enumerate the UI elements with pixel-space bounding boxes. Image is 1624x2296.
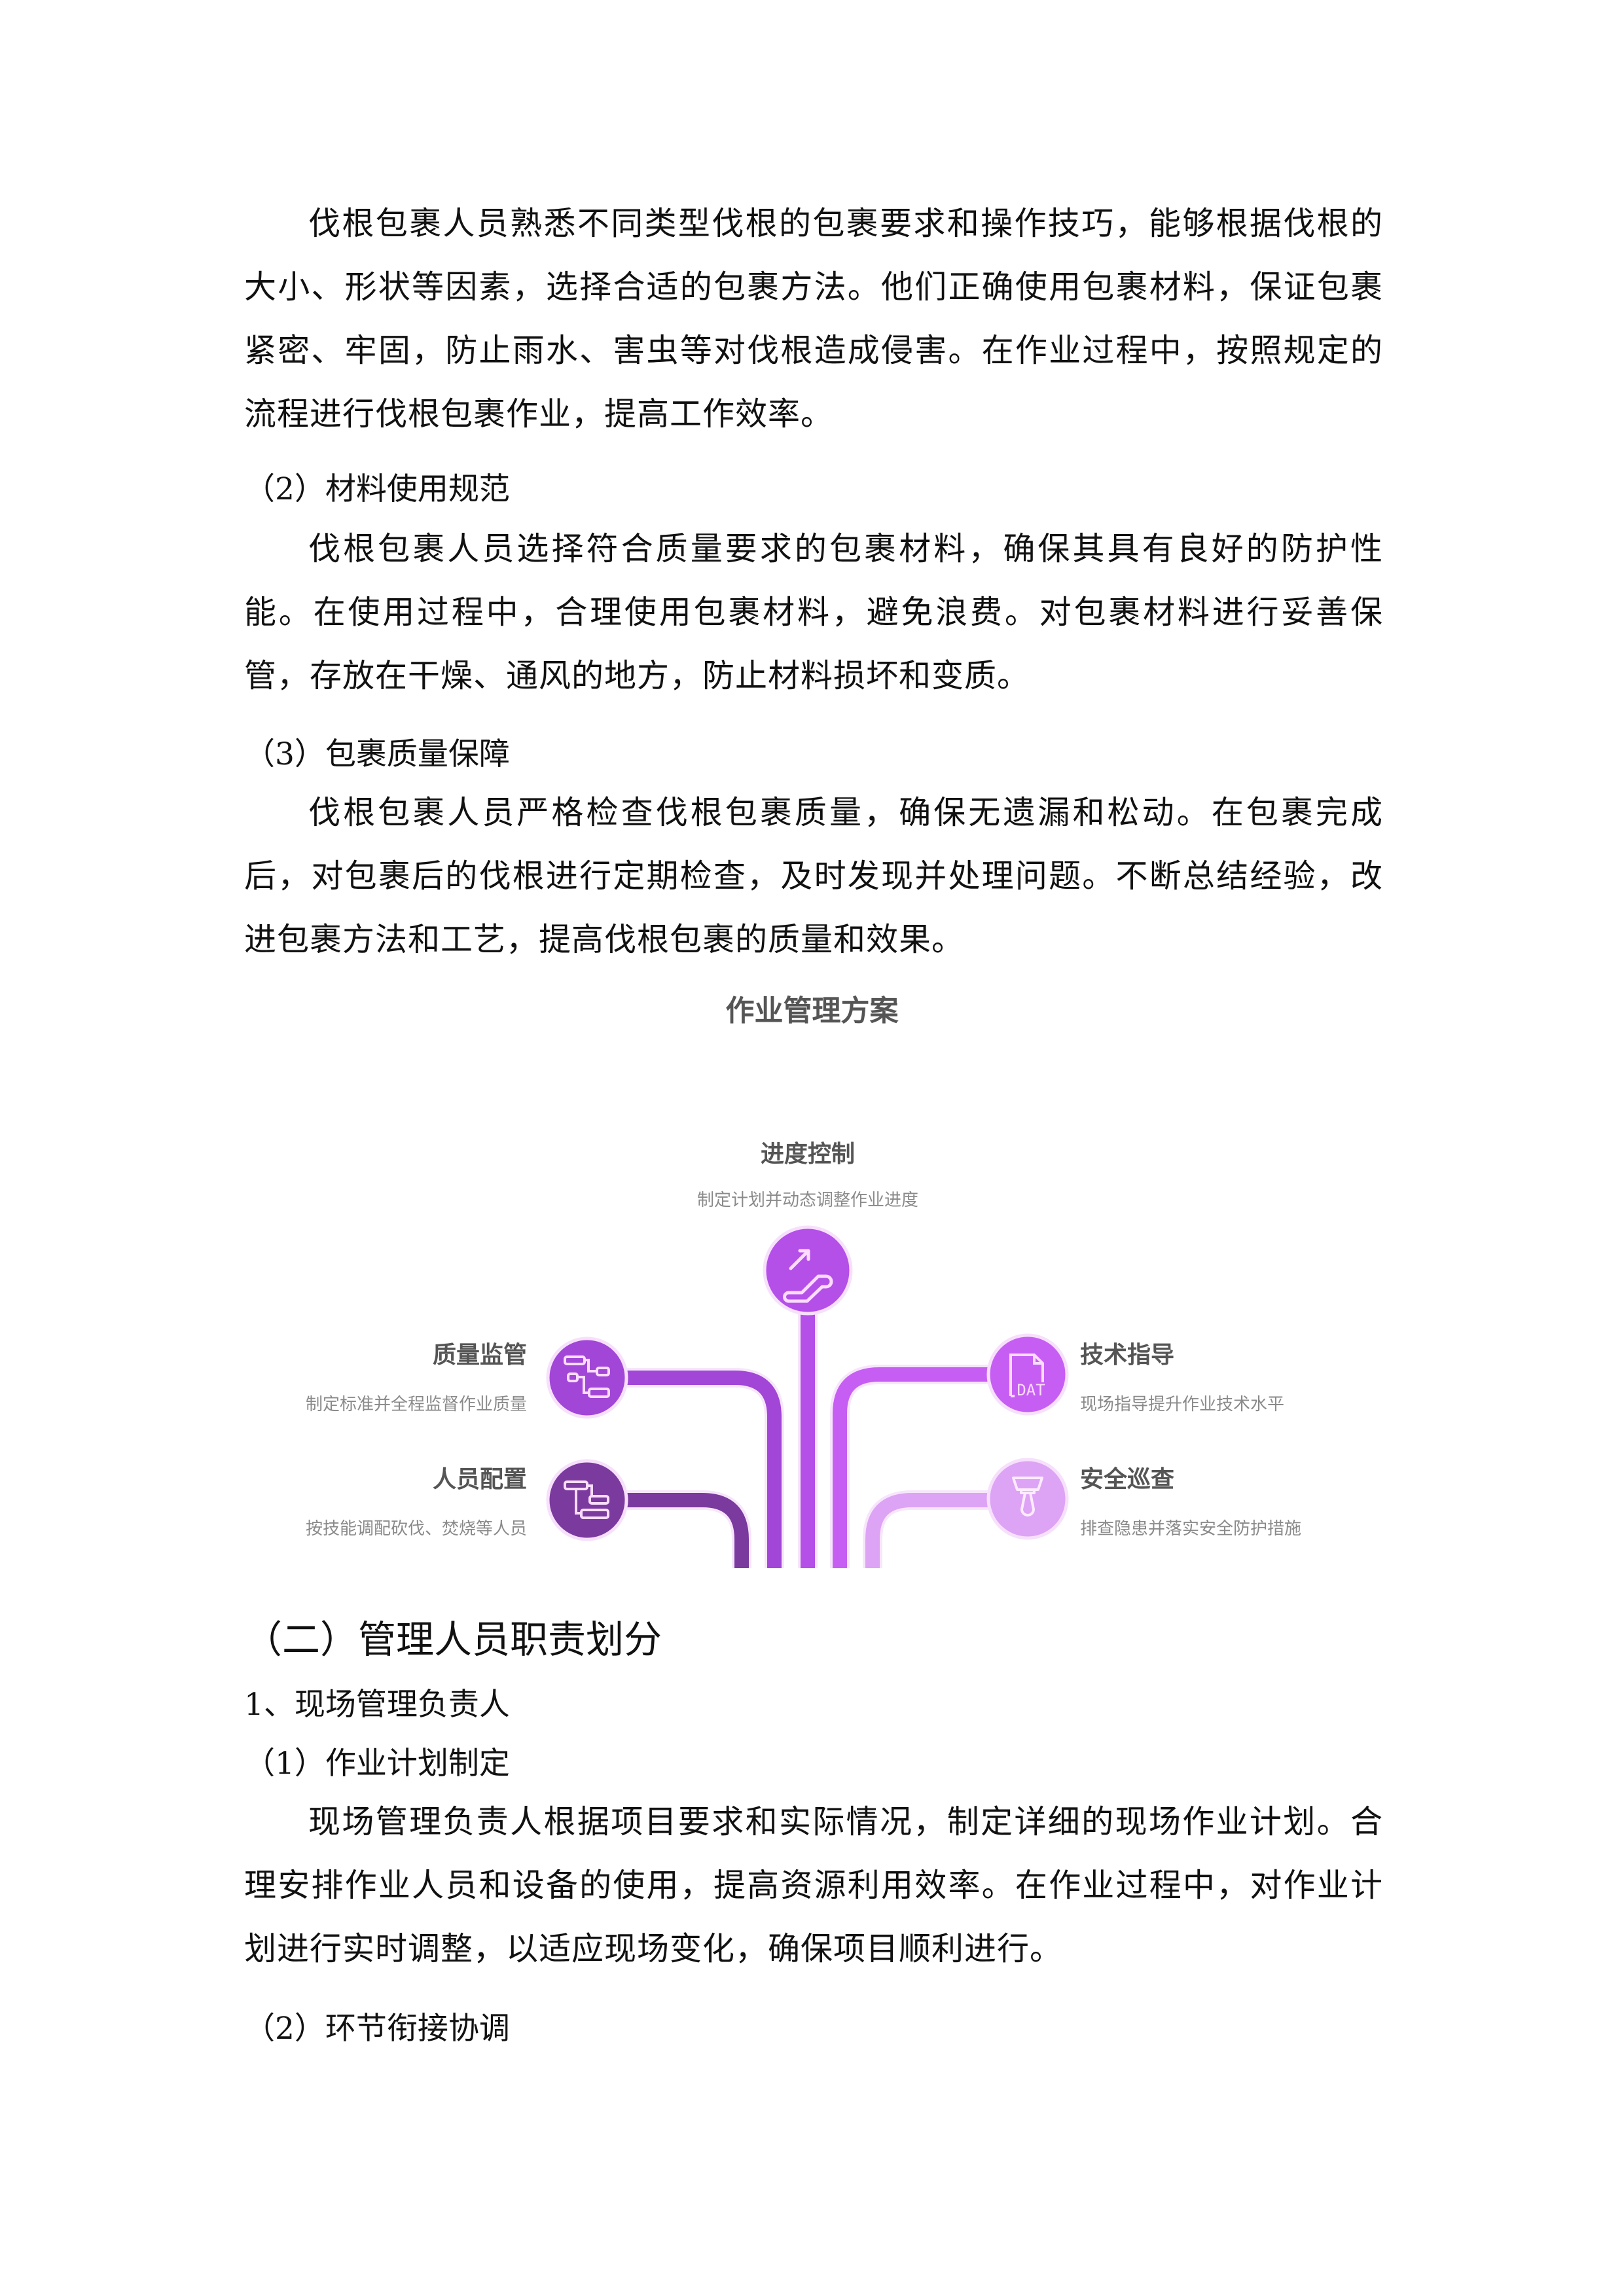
heading-site-manager: 1、现场管理负责人 — [244, 1687, 510, 1723]
subheading-material-usage: （2）材料使用规范 — [244, 471, 510, 507]
dat-file-icon: DAT — [986, 1333, 1069, 1416]
paragraph-material-usage: 伐根包裹人员选择符合质量要求的包裹材料，确保其具有良好的防护性能。在使用过程中，… — [244, 530, 1383, 694]
node-safety-desc: 排查隐患并落实安全防护措施 — [1080, 1519, 1302, 1539]
escalator-icon — [763, 1225, 853, 1316]
connector-quality — [625, 1371, 782, 1568]
connector-staffing — [625, 1493, 749, 1568]
section-heading-management-duties: （二）管理人员职责划分 — [244, 1617, 662, 1662]
node-progress-desc: 制定计划并动态调整作业进度 — [696, 1191, 918, 1210]
node-staffing-title: 人员配置 — [432, 1466, 527, 1493]
paragraph-wrapping-skills: 伐根包裹人员熟悉不同类型伐根的包裹要求和操作技巧，能够根据伐根的大小、形状等因素… — [244, 205, 1383, 433]
node-staffing-desc: 按技能调配砍伐、焚烧等人员 — [305, 1519, 527, 1539]
node-safety-title: 安全巡查 — [1080, 1466, 1175, 1493]
tree-structure-icon — [546, 1459, 628, 1541]
node-quality-title: 质量监管 — [432, 1342, 527, 1369]
dat-label: DAT — [1017, 1381, 1045, 1399]
paragraph-quality-assurance: 伐根包裹人员严格检查伐根包裹质量，确保无遗漏和松动。在包裹完成后，对包裹后的伐根… — [244, 794, 1383, 958]
node-progress-title: 进度控制 — [760, 1141, 855, 1168]
flowchart-icon — [546, 1336, 628, 1419]
subheading-coordination: （2）环节衔接协调 — [244, 2011, 510, 2047]
node-tech-title: 技术指导 — [1080, 1342, 1175, 1369]
node-tech-desc: 现场指导提升作业技术水平 — [1080, 1395, 1285, 1414]
subheading-work-plan: （1）作业计划制定 — [244, 1746, 510, 1782]
node-quality-desc: 制定标准并全程监督作业质量 — [305, 1395, 527, 1414]
subheading-quality-assurance: （3）包裹质量保障 — [244, 736, 510, 772]
paragraph-work-plan: 现场管理负责人根据项目要求和实际情况，制定详细的现场作业计划。合理安排作业人员和… — [244, 1803, 1383, 1967]
connector-tech — [833, 1367, 990, 1568]
connector-safety — [865, 1493, 990, 1568]
figure-title: 作业管理方案 — [725, 994, 899, 1028]
lamp-icon — [986, 1458, 1069, 1540]
